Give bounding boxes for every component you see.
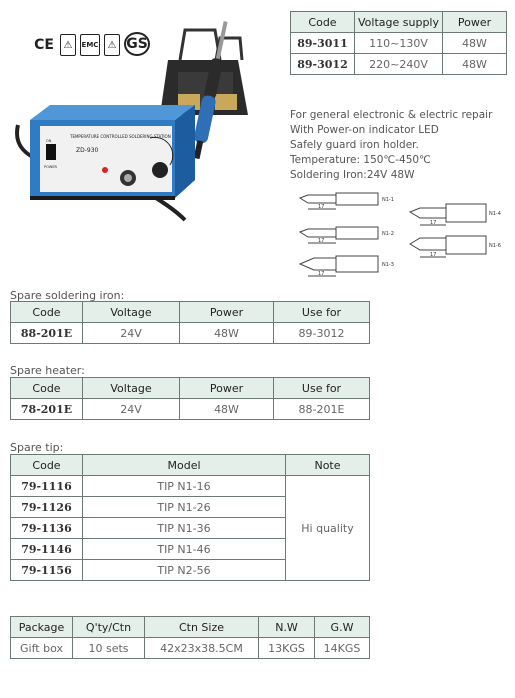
header-use-for: Use for bbox=[273, 301, 370, 323]
cell-model: TIP N1-26 bbox=[82, 496, 286, 518]
header-package: Package bbox=[10, 616, 73, 638]
cell-nw: 13KGS bbox=[258, 637, 315, 659]
description-line: Temperature: 150℃-450℃ bbox=[290, 154, 431, 166]
warning-mark-2-icon: ⚠ bbox=[104, 34, 120, 56]
table-row: 88-201E 24V 48W 89-3012 bbox=[10, 322, 370, 344]
cell-voltage: 24V bbox=[82, 398, 180, 420]
header-power: Power bbox=[179, 377, 274, 399]
table-row: 79-1116 TIP N1-16 Hi quality bbox=[10, 475, 370, 581]
spare-iron-label: Spare soldering iron: bbox=[10, 289, 125, 302]
table-row: 89-3011 110~130V 48W bbox=[290, 32, 507, 54]
model-voltage: 110~130V bbox=[354, 32, 443, 54]
description-line: With Power-on indicator LED bbox=[290, 124, 439, 136]
ce-mark-icon: CE bbox=[34, 37, 54, 53]
header-nw: N.W bbox=[258, 616, 315, 638]
tip-label: N1-6 bbox=[489, 243, 501, 249]
soldering-iron bbox=[193, 21, 228, 160]
model-power: 48W bbox=[442, 32, 507, 54]
header-voltage: Voltage bbox=[82, 301, 180, 323]
model-voltage: 220~240V bbox=[354, 53, 443, 75]
cell-code: 79-1156 bbox=[10, 559, 83, 581]
tip-dimension: 17 bbox=[318, 204, 324, 210]
tip-label: N1-2 bbox=[382, 231, 394, 237]
cell-code: 79-1146 bbox=[10, 538, 83, 560]
cell-code: 88-201E bbox=[10, 322, 83, 344]
header-code: Code bbox=[10, 454, 83, 476]
product-description: For general electronic & electric repair… bbox=[290, 108, 515, 183]
cell-use-for: 88-201E bbox=[273, 398, 370, 420]
cell-voltage: 24V bbox=[82, 322, 180, 344]
tip-label: N1-1 bbox=[382, 197, 394, 203]
header-qty: Q'ty/Ctn bbox=[72, 616, 145, 638]
header-note: Note bbox=[285, 454, 370, 476]
packaging-table: Package Q'ty/Ctn Ctn Size N.W G.W Gift b… bbox=[10, 616, 370, 659]
cell-code: 79-1116 bbox=[10, 475, 83, 497]
table-row: 89-3012 220~240V 48W bbox=[290, 53, 507, 75]
tip-dimension: 17 bbox=[430, 252, 436, 258]
cell-model: TIP N1-36 bbox=[82, 517, 286, 539]
header-voltage: Voltage bbox=[82, 377, 180, 399]
cell-power: 48W bbox=[179, 322, 274, 344]
cell-note: Hi quality bbox=[285, 475, 370, 581]
tip-dimension: 17 bbox=[318, 238, 324, 244]
tip-diagrams: N1-1 N1-2 N1-3 N1-4 N1-6 17 17 17 17 17 bbox=[298, 192, 501, 277]
header-gw: G.W bbox=[314, 616, 370, 638]
description-line: Safely guard iron holder. bbox=[290, 139, 419, 151]
header-model: Model bbox=[82, 454, 286, 476]
gs-mark-icon: GS bbox=[124, 32, 150, 56]
spare-iron-table: Code Voltage Power Use for 88-201E 24V 4… bbox=[10, 301, 370, 344]
cell-model: TIP N2-56 bbox=[82, 559, 286, 581]
table-row: 79-1156 TIP N2-56 bbox=[10, 559, 370, 581]
cell-power: 48W bbox=[179, 398, 274, 420]
table-row: 79-1146 TIP N1-46 bbox=[10, 538, 370, 560]
models-header-code: Code bbox=[290, 11, 355, 33]
cell-qty: 10 sets bbox=[72, 637, 145, 659]
cell-model: TIP N1-46 bbox=[82, 538, 286, 560]
model-code: 89-3011 bbox=[290, 32, 355, 54]
table-row: 78-201E 24V 48W 88-201E bbox=[10, 398, 370, 420]
header-power: Power bbox=[179, 301, 274, 323]
spare-tip-label: Spare tip: bbox=[10, 441, 64, 454]
description-line: Soldering Iron:24V 48W bbox=[290, 169, 415, 181]
description-line: For general electronic & electric repair bbox=[290, 109, 493, 121]
panel-title: TEMPERATURE CONTROLLED SOLDERING STATION bbox=[69, 134, 171, 139]
soldering-station-image: TEMPERATURE CONTROLLED SOLDERING STATION… bbox=[15, 21, 248, 222]
panel-on: ON bbox=[46, 139, 52, 143]
spare-tip-table: Code Model Note 79-1116 TIP N1-16 Hi qua… bbox=[10, 454, 370, 581]
controller-box: TEMPERATURE CONTROLLED SOLDERING STATION… bbox=[30, 105, 195, 200]
panel-power: POWER bbox=[44, 165, 58, 169]
spare-heater-table: Code Voltage Power Use for 78-201E 24V 4… bbox=[10, 377, 370, 420]
header-ctn-size: Ctn Size bbox=[144, 616, 259, 638]
models-header-power: Power bbox=[442, 11, 507, 33]
models-header-voltage: Voltage supply bbox=[354, 11, 443, 33]
tip-label: N1-4 bbox=[489, 211, 501, 217]
header-code: Code bbox=[10, 377, 83, 399]
table-row: Gift box 10 sets 42x23x38.5CM 13KGS 14KG… bbox=[10, 637, 370, 659]
cell-model: TIP N1-16 bbox=[82, 475, 286, 497]
cell-use-for: 89-3012 bbox=[273, 322, 370, 344]
emc-mark-icon: EMC bbox=[80, 34, 100, 56]
model-code: 89-3012 bbox=[290, 53, 355, 75]
tip-dimension: 17 bbox=[430, 220, 436, 226]
header-code: Code bbox=[10, 301, 83, 323]
cell-package: Gift box bbox=[10, 637, 73, 659]
panel-model: ZD-930 bbox=[76, 147, 99, 154]
model-power: 48W bbox=[442, 53, 507, 75]
cell-ctn-size: 42x23x38.5CM bbox=[144, 637, 259, 659]
cell-code: 78-201E bbox=[10, 398, 83, 420]
spare-heater-label: Spare heater: bbox=[10, 364, 85, 377]
cell-code: 79-1126 bbox=[10, 496, 83, 518]
table-row: 79-1136 TIP N1-36 bbox=[10, 517, 370, 539]
cell-gw: 14KGS bbox=[314, 637, 370, 659]
header-use-for: Use for bbox=[273, 377, 370, 399]
tip-label: N1-3 bbox=[382, 262, 394, 268]
warning-mark-icon: ⚠ bbox=[60, 34, 76, 56]
tip-dimension: 17 bbox=[318, 271, 324, 277]
cell-code: 79-1136 bbox=[10, 517, 83, 539]
models-table: Code Voltage supply Power 89-3011 110~13… bbox=[290, 11, 507, 75]
